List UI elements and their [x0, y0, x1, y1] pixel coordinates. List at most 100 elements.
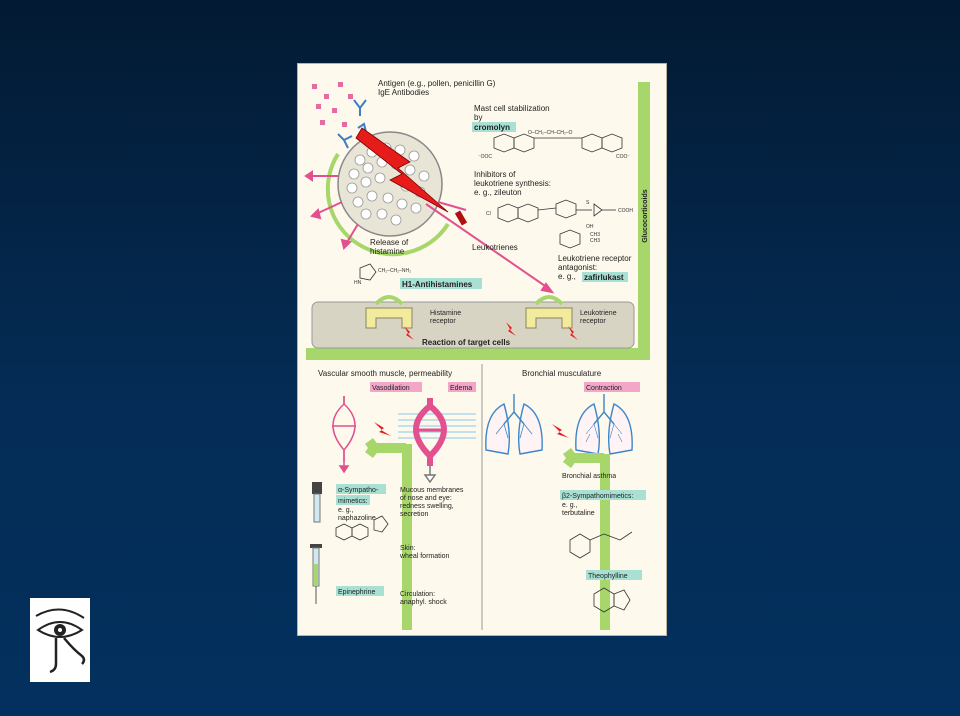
- histamine-hn: HN: [354, 280, 362, 286]
- small-bolts: [404, 322, 578, 340]
- cromolyn-coo-right: COO⁻: [616, 154, 630, 160]
- leukotriene-inhibitor-label-1: Inhibitors of: [474, 170, 516, 179]
- structure-oh: OH: [586, 224, 594, 230]
- zafirlukast-badge: [582, 272, 628, 282]
- alpha-label-1: α-Sympatho-: [338, 487, 379, 494]
- cromolyn-label: cromolyn: [474, 123, 510, 132]
- skin-label-2: wheal formation: [399, 553, 450, 560]
- histamine-receptor-label-2: receptor: [430, 318, 456, 325]
- leukotrienes-label: Leukotrienes: [472, 243, 518, 252]
- glucocorticoids-label: Glucocorticoids: [642, 189, 649, 242]
- cromolyn-chain-text: O–CH₂–CH–CH₂–O: [528, 130, 573, 136]
- fluid-lines: [398, 413, 476, 439]
- contraction-label: Contraction: [586, 385, 622, 392]
- theophylline-label: Theophylline: [588, 573, 628, 580]
- mucous-label-4: secretion: [400, 511, 429, 518]
- leukotriene-receptor-label-1: Leukotriene: [580, 310, 617, 317]
- beta-label-3: terbutaline: [562, 510, 595, 517]
- mucous-label-1: Mucous membranes: [400, 487, 464, 494]
- vessel-normal: [332, 396, 356, 462]
- circulation-label-2: anaphyl. shock: [400, 599, 447, 606]
- lt-antagonist-label-1: Leukotriene receptor: [558, 254, 632, 263]
- circulation-label-1: Circulation:: [400, 591, 435, 598]
- syringe-icon: [310, 544, 322, 604]
- beta-badge: [560, 490, 646, 500]
- right-green-band: [600, 454, 610, 630]
- vasodilation-badge: [370, 382, 422, 392]
- stabilization-arc: [325, 152, 450, 257]
- lt-antagonist-label-3: e. g.,: [558, 272, 576, 281]
- eye-logo-icon: [35, 608, 86, 674]
- beta-label-2: e. g.,: [562, 502, 578, 509]
- alpha-label-3: e. g.,: [338, 507, 354, 514]
- ige-antibodies: [337, 99, 367, 149]
- beta-label-1: β2-Sympathomimetics:: [562, 493, 633, 500]
- terbutaline-structure: [569, 531, 633, 559]
- edema-badge: [448, 382, 476, 392]
- alpha-label-2: mimetics:: [338, 498, 368, 505]
- right-green-arrow: [563, 448, 604, 468]
- cromolyn-structure: [493, 133, 623, 153]
- skin-label-1: Skin:: [400, 545, 416, 552]
- lightning-bolt-icon: [355, 127, 449, 213]
- histamine-chain: CH₂–CH₂–NH₂: [378, 268, 411, 274]
- alpha-label-4: naphazoline: [338, 515, 376, 522]
- structure-cl: Cl: [486, 211, 491, 217]
- mucous-label-2: of nose and eye:: [400, 495, 452, 502]
- receptors: [365, 307, 573, 329]
- lungs-contracted-branches: [585, 423, 623, 443]
- h1-antihistamines-label: H1-Antihistamines: [402, 280, 473, 289]
- leukotriene-inhibitor-label-2: leukotriene synthesis:: [474, 179, 551, 188]
- vasodilation-label: Vasodilation: [372, 385, 410, 392]
- antigen-particles: [312, 82, 353, 127]
- lungs-normal-branches: [495, 423, 533, 439]
- lungs-contracted: [575, 394, 633, 455]
- pharmacology-figure: Glucocorticoids: [298, 64, 666, 635]
- mast-cell-stabilization-label: Mast cell stabilization: [474, 104, 550, 113]
- release-arrows: [304, 170, 555, 294]
- epinephrine-label: Epinephrine: [338, 589, 375, 596]
- leukotriene-inhibitor-label-3: e. g., zileuton: [474, 188, 522, 197]
- bronchial-asthma-label: Bronchial asthma: [562, 473, 616, 480]
- structure-ch3-2: CH3: [590, 238, 600, 244]
- histamine-receptor-label-1: Histamine: [430, 310, 461, 317]
- epinephrine-badge: [336, 586, 384, 596]
- histamine-structure: [359, 263, 377, 281]
- inhibitor-block: [454, 210, 468, 226]
- ige-label: IgE Antibodies: [378, 88, 429, 97]
- lung-bolt-icon: [552, 424, 569, 438]
- lungs-normal: [485, 394, 543, 455]
- structure-s: S: [586, 200, 590, 206]
- leukotriene-receptor-label-2: receptor: [580, 318, 606, 325]
- lt-antagonist-cup: [534, 295, 564, 306]
- eye-logo: [30, 598, 90, 682]
- mast-cell-stabilization-by: by: [474, 113, 482, 122]
- antigen-label: Antigen (e.g., pollen, penicillin G): [378, 79, 496, 88]
- naphazoline-structure: [335, 515, 389, 541]
- vessel-bolt-icon: [374, 422, 391, 436]
- theophylline-badge: [586, 570, 642, 580]
- cromolyn-badge: [472, 122, 516, 132]
- h1-antihistamines-badge: [400, 278, 482, 289]
- dropper-icon: [312, 482, 322, 523]
- lt-antagonist-label-2: antagonist:: [558, 263, 597, 272]
- structure-cooh: COOH: [618, 208, 633, 214]
- lower-pink-arrows: [338, 462, 350, 474]
- glucocorticoid-band-horizontal: [306, 348, 650, 360]
- left-green-arrow: [365, 438, 406, 458]
- mucous-label-3: redness swelling,: [400, 503, 454, 510]
- bronchial-label: Bronchial musculature: [522, 369, 602, 378]
- alpha-badge: [336, 484, 386, 494]
- zafirlukast-label: zafirlukast: [584, 273, 624, 282]
- reaction-label: Reaction of target cells: [422, 338, 511, 347]
- vascular-label: Vascular smooth muscle, permeability: [318, 369, 452, 378]
- vessel-dilated: [413, 398, 447, 466]
- alpha-badge-2: [336, 495, 370, 505]
- lower-outline-arrow: [423, 466, 437, 484]
- release-label-2: histamine: [370, 247, 405, 256]
- theophylline-structure: [593, 587, 631, 613]
- structure-ch3-1: CH3: [590, 232, 600, 238]
- left-green-band: [402, 444, 412, 630]
- edema-label: Edema: [450, 385, 472, 392]
